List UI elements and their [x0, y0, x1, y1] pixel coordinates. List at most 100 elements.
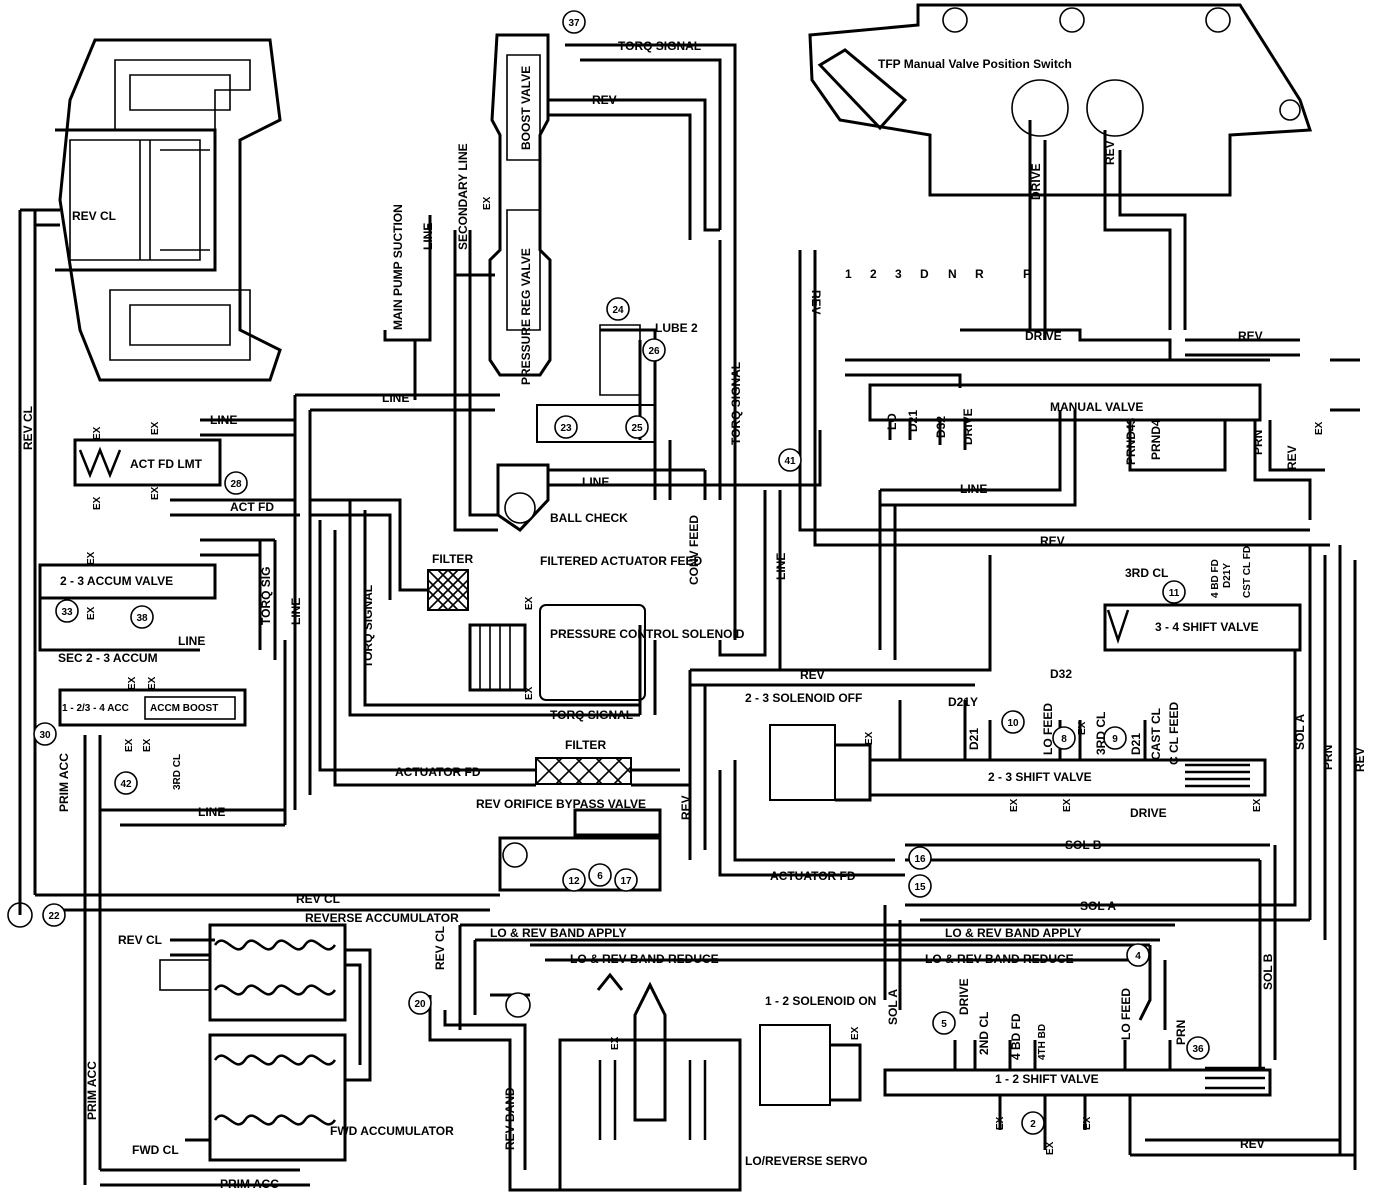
label-line-5: LINE: [210, 413, 237, 427]
label-d32: D32: [934, 416, 948, 438]
label-sol-a-1: SOL A: [1293, 714, 1307, 750]
label-rev-cl-accum: REV CL: [118, 933, 162, 947]
label-ex-boost-b: EX: [147, 676, 158, 690]
svg-text:28: 28: [230, 479, 242, 490]
label-4bd-fd: 4 BD FD: [1210, 559, 1221, 598]
circled-number-6: 6: [588, 863, 612, 887]
circled-number-17: 17: [614, 868, 638, 892]
label-ex-servo: EX: [610, 1036, 621, 1050]
shift-valve-12-body: [759, 1024, 1272, 1106]
svg-text:20: 20: [414, 999, 426, 1010]
svg-text:24: 24: [612, 305, 624, 316]
label-ex-lmt-a: EX: [92, 426, 103, 440]
circled-number-16: 16: [908, 846, 932, 870]
label-ex-accum-a: EX: [86, 551, 97, 565]
label-drive-4: DRIVE: [1130, 806, 1167, 820]
label-actuator-fd-2: ACTUATOR FD: [770, 869, 856, 883]
label-rev-2: REV: [809, 290, 823, 315]
label-line-7: LINE: [178, 634, 205, 648]
circled-number-4: 4: [1126, 943, 1150, 967]
label-sol-a-3: SOL A: [886, 989, 900, 1025]
label-lo-feed: LO FEED: [1041, 703, 1055, 755]
label-ex-sol12: EX: [850, 1026, 861, 1040]
circled-number-9: 9: [1103, 726, 1127, 750]
circled-number-10: 10: [1001, 710, 1025, 734]
label-rev-bottom: REV: [1240, 1137, 1265, 1151]
circled-number-38: 38: [130, 605, 154, 629]
label-pressure-reg-valve: PRESSURE REG VALVE: [519, 248, 533, 385]
fwd-accumulator-body: [208, 1033, 347, 1162]
label-ex-sol23: EX: [864, 731, 875, 745]
circled-number-15: 15: [908, 874, 932, 898]
circled-number-12: 12: [562, 868, 586, 892]
label-line-8: LINE: [198, 805, 225, 819]
circled-number-30: 30: [33, 722, 57, 746]
label-gear-3: 3: [895, 267, 902, 281]
label-tfp-switch: TFP Manual Valve Position Switch: [878, 57, 1072, 71]
label-rev-9: REV: [1353, 747, 1367, 772]
label-d21-c: D21: [1129, 733, 1143, 755]
manual-valve-body: [845, 373, 1262, 422]
label-ex-pcs-1: EX: [524, 596, 535, 610]
label-ball-check: BALL CHECK: [550, 511, 628, 525]
svg-text:17: 17: [620, 876, 632, 887]
label-d21y: D21Y: [1222, 563, 1233, 588]
label-c-cl-feed: C CL FEED: [1167, 702, 1181, 765]
label-act-fd-lmt: ACT FD LMT: [130, 457, 203, 471]
label-accm-boost: ACCM BOOST: [150, 703, 218, 714]
label-ex-lmt-b: EX: [150, 421, 161, 435]
label-line-9: LINE: [960, 482, 987, 496]
circled-number-37: 37: [562, 10, 586, 34]
label-shift-12: 1 - 2 SHIFT VALVE: [995, 1072, 1099, 1086]
label-ex-23-d: EX: [1077, 721, 1088, 735]
circled-number-20: 20: [408, 991, 432, 1015]
label-gear-n: N: [948, 267, 957, 281]
label-line-1: LINE: [421, 223, 435, 250]
svg-text:26: 26: [648, 346, 660, 357]
label-third-cl-b: 3RD CL: [1125, 566, 1168, 580]
label-lube2: LUBE 2: [655, 321, 698, 335]
label-sol-b-1: SOL B: [1065, 838, 1102, 852]
svg-text:6: 6: [597, 871, 603, 882]
label-line-6: LINE: [289, 598, 303, 625]
label-sec-23-accum: SEC 2 - 3 ACCUM: [58, 651, 158, 665]
svg-text:38: 38: [136, 613, 148, 624]
reverse-accumulator-body: [159, 923, 347, 1022]
label-ex-accum-b: EX: [86, 606, 97, 620]
label-third-cl: 3RD CL: [172, 754, 183, 790]
label-drive-5: DRIVE: [957, 978, 971, 1015]
filter-bottom: [535, 757, 632, 785]
label-act-fd: ACT FD: [230, 500, 274, 514]
label-d21: D21: [906, 410, 920, 432]
lo-reverse-servo-body: [558, 972, 742, 1192]
label-d32-b: D32: [1050, 667, 1072, 681]
label-third-cl-c: 3RD CL: [1094, 712, 1108, 755]
svg-text:30: 30: [39, 730, 51, 741]
label-ex-23-b: EX: [1062, 798, 1073, 812]
acc-boost-valve: [58, 688, 247, 727]
clutch-drum: [55, 38, 282, 382]
shift-valve-34-body: [1103, 603, 1302, 652]
circled-number-8: 8: [1052, 726, 1076, 750]
label-prn-2: PRN: [1321, 745, 1335, 770]
label-fwd-accumulator: FWD ACCUMULATOR: [330, 1124, 454, 1138]
svg-text:2: 2: [1030, 1119, 1036, 1130]
label-sol-b-2: SOL B: [1261, 953, 1275, 990]
label-gear-2: 2: [870, 267, 877, 281]
svg-text:37: 37: [568, 18, 580, 29]
filter-top: [427, 569, 469, 611]
circled-number-22: 22: [42, 903, 66, 927]
act-fd-lmt-valve: [73, 438, 222, 487]
shift-valve-23-body: [769, 724, 1267, 802]
label-rev-band: REV BAND: [503, 1087, 517, 1150]
circled-number-5: 5: [932, 1011, 956, 1035]
svg-text:5: 5: [941, 1019, 947, 1030]
label-prim-acc-1: PRIM ACC: [57, 753, 71, 812]
svg-text:41: 41: [784, 456, 796, 467]
label-reverse-accumulator: REVERSE ACCUMULATOR: [305, 911, 459, 925]
label-ex-manual: EX: [1314, 421, 1325, 435]
svg-text:4: 4: [1135, 951, 1141, 962]
passage-lines: [18, 43, 1360, 1192]
label-boost-valve: BOOST VALVE: [519, 66, 533, 150]
label-prn-1: PRN: [1251, 430, 1265, 455]
